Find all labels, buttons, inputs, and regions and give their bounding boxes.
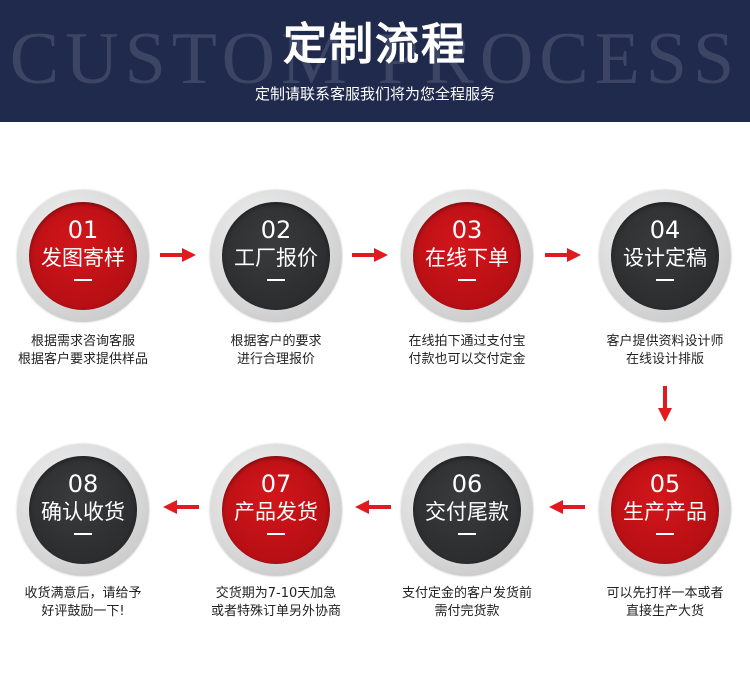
step-number: 04 [649, 216, 681, 244]
step-05-description: 可以先打样一本或者 直接生产大货 [575, 585, 750, 621]
step-04: 04 设计定稿 [599, 190, 731, 322]
step-dash [656, 279, 674, 281]
desc-line: 收货满意后，请给予 [24, 586, 142, 601]
desc-line: 交货期为7-10天加急 [215, 586, 337, 601]
step-disc [222, 456, 330, 564]
header-background-text: CUSTOM PROCESS [9, 18, 741, 100]
step-dash [267, 279, 285, 281]
step-07: 07 产品发货 [210, 444, 342, 576]
step-disc [29, 456, 137, 564]
step-dash [74, 533, 92, 535]
step-number: 03 [451, 216, 483, 244]
step-02: 02 工厂报价 [210, 190, 342, 322]
step-dash [267, 533, 285, 535]
arrow-down-icon [658, 386, 672, 422]
step-06-description: 支付定金的客户发货前 需付完货款 [377, 585, 557, 621]
step-label: 产品发货 [234, 500, 318, 524]
step-label: 生产产品 [623, 500, 707, 524]
arrow-right-icon [352, 248, 388, 262]
step-08-description: 收货满意后，请给予 好评鼓励一下! [0, 585, 173, 621]
step-disc [222, 202, 330, 310]
arrow-right-icon [545, 248, 581, 262]
step-04-description: 客户提供资料设计师 在线设计排版 [575, 333, 750, 369]
arrow-right-icon [160, 248, 196, 262]
step-number: 05 [649, 470, 681, 498]
arrow-left-icon [163, 500, 199, 514]
desc-line: 客户提供资料设计师 [606, 334, 724, 349]
desc-line: 根据需求咨询客服 [30, 334, 135, 349]
desc-line: 可以先打样一本或者 [606, 586, 724, 601]
step-disc [611, 456, 719, 564]
desc-line: 或者特殊订单另外协商 [210, 604, 341, 619]
step-number: 07 [260, 470, 292, 498]
desc-line: 进行合理报价 [236, 352, 315, 367]
desc-line: 根据客户要求提供样品 [17, 352, 148, 367]
step-label: 发图寄样 [41, 246, 125, 270]
step-number: 02 [260, 216, 292, 244]
desc-line: 支付定金的客户发货前 [401, 586, 532, 601]
step-label: 交付尾款 [425, 500, 509, 524]
step-dash [458, 533, 476, 535]
step-07-description: 交货期为7-10天加急 或者特殊订单另外协商 [186, 585, 366, 621]
step-05: 05 生产产品 [599, 444, 731, 576]
desc-line: 付款也可以交付定金 [408, 352, 526, 367]
step-03: 03 在线下单 [401, 190, 533, 322]
step-disc [413, 202, 521, 310]
step-label: 工厂报价 [234, 246, 318, 270]
step-02-description: 根据客户的要求 进行合理报价 [186, 333, 366, 369]
step-disc [29, 202, 137, 310]
arrow-left-icon [549, 500, 585, 514]
step-dash [74, 279, 92, 281]
step-dash [656, 533, 674, 535]
step-number: 08 [67, 470, 99, 498]
desc-line: 根据客户的要求 [230, 334, 322, 349]
step-number: 01 [67, 216, 99, 244]
step-disc [413, 456, 521, 564]
step-label: 确认收货 [41, 500, 125, 524]
arrow-left-icon [355, 500, 391, 514]
step-08: 08 确认收货 [17, 444, 149, 576]
step-disc [611, 202, 719, 310]
desc-line: 直接生产大货 [625, 604, 704, 619]
step-01: 01 发图寄样 [17, 190, 149, 322]
page-title: 定制流程 [283, 19, 467, 70]
header-banner: CUSTOM PROCESS 定制流程 定制请联系客服我们将为您全程服务 [0, 0, 750, 122]
page-subtitle: 定制请联系客服我们将为您全程服务 [254, 85, 495, 103]
desc-line: 在线设计排版 [625, 352, 704, 367]
desc-line: 好评鼓励一下! [41, 604, 125, 619]
step-number: 06 [451, 470, 483, 498]
step-label: 设计定稿 [623, 246, 707, 270]
step-dash [458, 279, 476, 281]
step-label: 在线下单 [425, 246, 509, 270]
step-06: 06 交付尾款 [401, 444, 533, 576]
step-01-description: 根据需求咨询客服 根据客户要求提供样品 [0, 333, 173, 369]
desc-line: 在线拍下通过支付宝 [408, 334, 526, 349]
step-03-description: 在线拍下通过支付宝 付款也可以交付定金 [377, 333, 557, 369]
desc-line: 需付完货款 [434, 604, 500, 619]
